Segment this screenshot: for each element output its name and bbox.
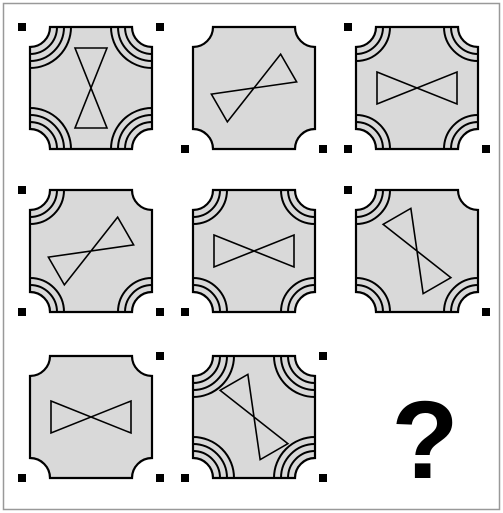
puzzle-tile [344,186,490,316]
corner-square [18,308,26,316]
puzzle-tile [181,352,327,482]
corner-square [156,23,164,31]
corner-square [319,474,327,482]
corner-square [181,145,189,153]
corner-square [482,145,490,153]
corner-square [18,186,26,194]
corner-square [181,308,189,316]
corner-square [319,352,327,360]
corner-square [344,145,352,153]
corner-square [18,23,26,31]
puzzle-tile [18,352,164,482]
corner-square [18,474,26,482]
puzzle-tile [181,27,327,153]
corner-square [344,186,352,194]
corner-square [482,308,490,316]
puzzle-tile [344,23,490,153]
corner-square [344,23,352,31]
corner-square [156,352,164,360]
corner-square [156,308,164,316]
corner-square [181,474,189,482]
corner-square [156,474,164,482]
puzzle-tile [18,186,164,316]
puzzle-tile [18,23,164,149]
puzzle-tile [181,190,315,316]
question-mark: ? [391,379,458,502]
corner-square [319,145,327,153]
